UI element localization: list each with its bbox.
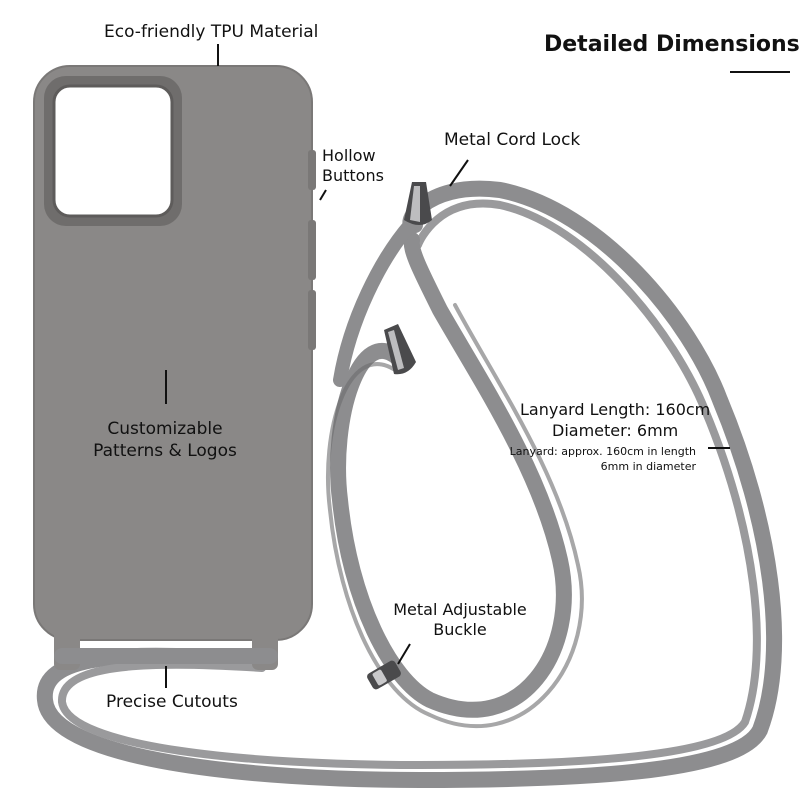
label-lanyard-note: Lanyard: approx. 160cm in length 6mm in … [510,444,696,474]
callout-lines [165,44,730,688]
label-material: Eco-friendly TPU Material [104,22,319,42]
bottom-cord [54,648,278,664]
label-cord-lock: Metal Cord Lock [444,130,581,150]
metal-buckle [367,660,401,690]
label-hollow-buttons: Hollow Buttons [322,146,384,186]
hollow-button-2 [308,220,316,280]
phone-case [33,65,316,670]
lanyard-cord [36,180,783,789]
metal-cord-lock-2 [384,324,416,375]
label-hollow-line2: Buttons [322,166,384,185]
hollow-button-3 [308,290,316,350]
camera-cutout [54,86,172,216]
label-buckle-line1: Metal Adjustable [393,600,527,619]
hollow-button-1 [308,150,316,190]
label-note-line2: 6mm in diameter [600,460,696,473]
case-edge [33,65,313,641]
label-note-line1: Lanyard: approx. 160cm in length [509,445,696,458]
label-custom-line1: Customizable [107,419,223,439]
metal-cord-lock [404,182,432,225]
label-diameter: Diameter: 6mm [552,421,679,440]
label-cutouts: Precise Cutouts [106,692,238,712]
label-customizable: Customizable Patterns & Logos [90,418,240,462]
label-hollow-line1: Hollow [322,146,376,165]
page-title: Detailed Dimensions [544,32,800,57]
label-lanyard-length: Lanyard Length: 160cm [520,400,711,419]
label-buckle-line2: Buckle [433,620,487,639]
label-custom-line2: Patterns & Logos [93,441,237,461]
label-buckle: Metal Adjustable Buckle [390,600,530,640]
